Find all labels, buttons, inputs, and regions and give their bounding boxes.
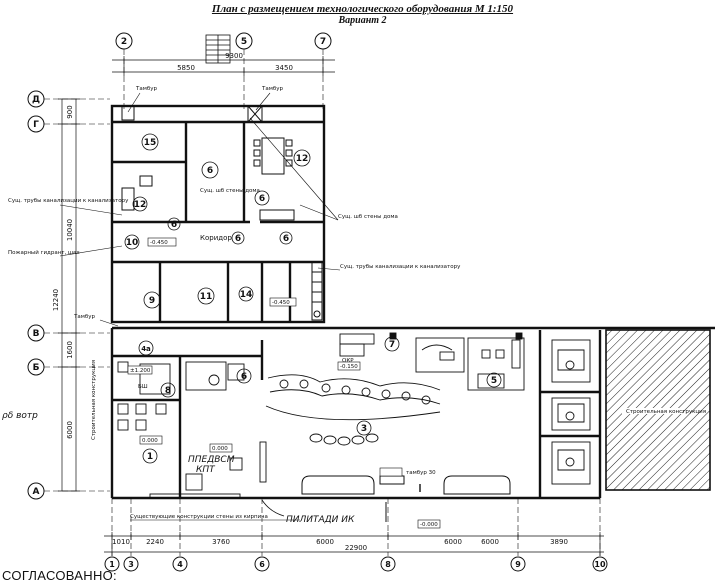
bsh-label: БШ bbox=[138, 384, 148, 390]
upper-block-walls bbox=[110, 104, 326, 324]
axis-label-left: Г bbox=[33, 120, 39, 130]
room-number: 7 bbox=[389, 340, 395, 350]
room-number: 6 bbox=[235, 234, 241, 244]
room-number: 1 bbox=[147, 452, 153, 462]
room-7-furniture bbox=[339, 332, 523, 357]
dim-bottom-overall: 22900 bbox=[345, 544, 367, 552]
axis-label-bottom: 10 bbox=[594, 560, 606, 569]
dim-bottom: 3890 bbox=[550, 538, 568, 546]
sofas bbox=[301, 475, 511, 495]
meeting-table bbox=[261, 137, 285, 175]
room-number: 6 bbox=[171, 220, 177, 230]
elevation-mark: 0.000 bbox=[212, 446, 228, 452]
room-number: 6 bbox=[241, 372, 247, 382]
dim-bottom: 6000 bbox=[444, 538, 462, 546]
workstations-right bbox=[551, 339, 591, 485]
approval-label: СОГЛАСОВАННО: bbox=[2, 568, 117, 583]
axis-label-bottom: 9 bbox=[515, 560, 521, 569]
elevation-mark: -0.450 bbox=[272, 300, 290, 306]
axis-label-left: Д bbox=[32, 95, 40, 105]
axis-label-bottom: 1 bbox=[109, 560, 115, 569]
axis-label: 7 bbox=[320, 37, 326, 47]
axis-label: 5 bbox=[241, 37, 247, 47]
axis-label-left: А bbox=[33, 487, 40, 497]
axis-label-left: В bbox=[33, 329, 40, 339]
structure-note: Строительная конструкция bbox=[626, 409, 706, 415]
handwriting: ПИЛИТАДИ ИК bbox=[286, 515, 355, 525]
room-number: 8 bbox=[165, 386, 171, 396]
elevation-mark: -0.150 bbox=[340, 364, 358, 370]
dim-left-v2: 6000 bbox=[66, 421, 74, 439]
handwriting: ППЕДВСМ bbox=[188, 455, 235, 465]
elevation-mark: ±1.200 bbox=[130, 368, 151, 374]
handwriting: КПТ bbox=[196, 465, 216, 475]
room-number: 9 bbox=[149, 296, 155, 306]
room-number: 11 bbox=[200, 292, 213, 302]
axis-label-left: Б bbox=[33, 363, 40, 373]
lower-block-walls bbox=[110, 326, 715, 500]
room-number: 10 bbox=[126, 238, 139, 248]
dim-top-a: 5850 bbox=[177, 64, 195, 72]
axis-label-bottom: 8 bbox=[385, 560, 391, 569]
room-number: 12 bbox=[134, 200, 147, 210]
dim-bottom: 1010 bbox=[112, 538, 130, 546]
dim-top-b: 3450 bbox=[275, 64, 293, 72]
room-number: 3 bbox=[361, 424, 367, 434]
tambur-label: Тамбур bbox=[135, 86, 158, 92]
axis-label-bottom: 4 bbox=[177, 560, 183, 569]
curved-workstations bbox=[265, 374, 441, 421]
room-number: 5 bbox=[491, 376, 497, 386]
pipe-note-right: Сущ. трубы канализации к канализатору bbox=[340, 264, 461, 270]
pipe-note-left: Сущ. трубы канализации к канализатору bbox=[8, 198, 129, 204]
room-number: 14 bbox=[240, 290, 253, 300]
axis-label-bottom: 3 bbox=[128, 560, 134, 569]
tambur-label: Тамбур bbox=[73, 314, 96, 320]
room-number: 15 bbox=[144, 138, 157, 148]
exterior-stair bbox=[205, 34, 231, 64]
hydrant-note: Пожарный гидрант, шах bbox=[8, 249, 80, 256]
dim-left-upper: 10040 bbox=[66, 219, 74, 241]
dim-top-overall: 9300 bbox=[225, 52, 243, 60]
dim-left-mid: 12240 bbox=[52, 289, 60, 311]
wall-note: Сущ. шб стены дома bbox=[200, 188, 260, 194]
wall-note: Сущ. шб стены дома bbox=[338, 214, 398, 220]
dim-bottom: 3760 bbox=[212, 538, 230, 546]
elevation-mark: -0.000 bbox=[420, 522, 438, 528]
room-number: 6 bbox=[207, 166, 213, 176]
elevation-mark: 0.000 bbox=[142, 438, 158, 444]
plan-subtitle: Вариант 2 bbox=[338, 15, 387, 26]
corridor-label: Коридор bbox=[200, 234, 232, 242]
dim-bottom: 2240 bbox=[146, 538, 164, 546]
elevation-mark: -0.450 bbox=[150, 240, 168, 246]
wall-vertical-label: Строительная конструкция bbox=[91, 360, 97, 440]
room-number: 4а bbox=[141, 345, 151, 353]
room-number: 6 bbox=[283, 234, 289, 244]
dim-left-small: 900 bbox=[66, 105, 74, 118]
axis-markers-top bbox=[115, 32, 332, 50]
axis-label: 2 bbox=[121, 37, 127, 47]
plan-title: План с размещением технологического обор… bbox=[211, 3, 514, 15]
dim-bottom: 6000 bbox=[481, 538, 499, 546]
dim-bottom: 6000 bbox=[316, 538, 334, 546]
room-number: 6 bbox=[259, 194, 265, 204]
tambur-label: Тамбур bbox=[261, 86, 284, 92]
dim-left-v1: 1600 bbox=[66, 341, 74, 359]
left-lower-furniture bbox=[117, 361, 267, 499]
room-number: 12 bbox=[296, 154, 309, 164]
room-5-furniture bbox=[415, 337, 525, 391]
bottom-note: Существующие конструкции стены из кирпич… bbox=[130, 514, 268, 520]
handwriting: ρδ вотр bbox=[2, 411, 38, 421]
axis-label-bottom: 6 bbox=[259, 560, 265, 569]
okr-label: ОКР bbox=[342, 358, 354, 364]
waiting-seats bbox=[309, 433, 379, 446]
handwritten-notes: ППЕДВСМ КПТ ПИЛИТАДИ ИК ρδ вотр bbox=[2, 411, 355, 525]
tambur-note: тамбур 30 bbox=[406, 470, 436, 476]
